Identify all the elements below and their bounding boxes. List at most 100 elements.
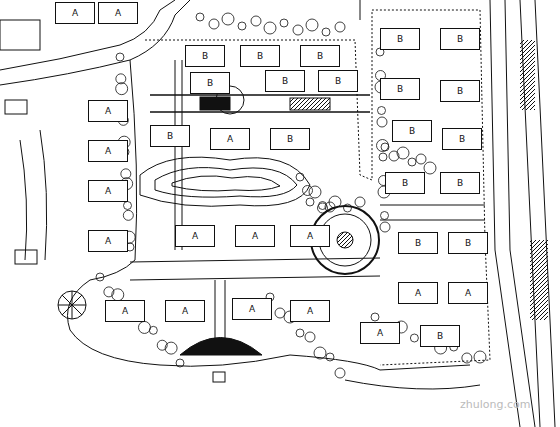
- building-type: B: [464, 238, 472, 248]
- tree-symbol: [309, 186, 321, 198]
- building-footprint: B: [440, 28, 480, 50]
- building-type: B: [206, 78, 214, 88]
- building-type: B: [436, 331, 444, 341]
- building-footprint: B: [420, 325, 460, 347]
- building-type: A: [191, 231, 199, 241]
- tree-symbol: [326, 353, 334, 361]
- building-footprint: A: [165, 300, 205, 322]
- building-footprint: A: [88, 230, 128, 252]
- building-type: B: [456, 34, 464, 44]
- tree-symbol: [296, 329, 304, 337]
- tree-symbol: [306, 198, 314, 206]
- building-type: B: [401, 178, 409, 188]
- tree-symbol: [305, 332, 315, 342]
- building-footprint: A: [290, 300, 330, 322]
- building-footprint: A: [105, 300, 145, 322]
- building-footprint: B: [440, 80, 480, 102]
- tree-symbol: [397, 147, 409, 159]
- building-footprint: A: [55, 2, 95, 24]
- building-footprint: B: [398, 232, 438, 254]
- building-footprint: B: [240, 45, 280, 67]
- tree-symbol: [462, 353, 472, 363]
- tree-symbol: [280, 19, 288, 27]
- tree-symbol: [96, 273, 104, 281]
- tree-symbol: [381, 212, 389, 220]
- tree-symbol: [335, 22, 345, 32]
- building-type: A: [104, 106, 112, 116]
- building-footprint: A: [88, 100, 128, 122]
- building-footprint: B: [392, 120, 432, 142]
- tree-symbol: [124, 202, 132, 210]
- tree-symbol: [381, 143, 389, 151]
- tree-symbol: [116, 53, 124, 61]
- building-type: B: [201, 51, 209, 61]
- building-footprint: B: [448, 232, 488, 254]
- tree-symbol: [123, 210, 133, 220]
- building-type: B: [458, 134, 466, 144]
- tree-symbol: [222, 13, 234, 25]
- tree-symbol: [112, 289, 124, 301]
- building-footprint: B: [440, 172, 480, 194]
- tree-symbol: [416, 154, 426, 164]
- building-footprint: A: [88, 180, 128, 202]
- building-type: A: [71, 8, 79, 18]
- tree-symbol: [238, 22, 246, 30]
- building-type: A: [248, 304, 256, 314]
- building-type: B: [414, 238, 422, 248]
- building-type: B: [316, 51, 324, 61]
- building-footprint: A: [88, 140, 128, 162]
- building-type: B: [456, 178, 464, 188]
- tree-symbol: [329, 196, 341, 208]
- tree-symbol: [306, 19, 318, 31]
- building-type: B: [456, 86, 464, 96]
- tree-symbol: [474, 351, 486, 363]
- building-type: B: [396, 34, 404, 44]
- building-type: B: [166, 131, 174, 141]
- building-footprint: A: [290, 225, 330, 247]
- building-footprint: A: [235, 225, 275, 247]
- building-type: A: [306, 306, 314, 316]
- building-type: A: [306, 231, 314, 241]
- tree-symbol: [322, 28, 330, 36]
- tree-symbol: [251, 16, 261, 26]
- building-footprint: A: [175, 225, 215, 247]
- tree-symbol: [264, 22, 276, 34]
- tree-symbol: [378, 107, 386, 115]
- tree-symbol: [275, 308, 285, 318]
- tree-symbol: [371, 313, 379, 321]
- tree-symbol: [165, 342, 177, 354]
- tree-symbol: [116, 83, 128, 95]
- building-footprint: B: [190, 72, 230, 94]
- building-type: A: [251, 231, 259, 241]
- building-type: A: [121, 306, 129, 316]
- building-type: A: [464, 288, 472, 298]
- building-footprint: A: [232, 298, 272, 320]
- building-footprint: B: [270, 128, 310, 150]
- building-type: A: [104, 236, 112, 246]
- building-footprint: B: [185, 45, 225, 67]
- building-type: B: [281, 76, 289, 86]
- tree-symbol: [296, 173, 304, 181]
- tree-symbol: [196, 13, 204, 21]
- building-type: A: [181, 306, 189, 316]
- tree-symbol: [408, 158, 416, 166]
- tree-symbol: [424, 162, 436, 174]
- tree-symbol: [335, 368, 345, 378]
- tree-symbol: [355, 197, 365, 207]
- building-footprint: B: [442, 128, 482, 150]
- tree-symbol: [318, 203, 328, 213]
- tree-symbol: [377, 117, 387, 127]
- building-footprint: B: [380, 78, 420, 100]
- building-type: A: [376, 328, 384, 338]
- building-footprint: B: [380, 28, 420, 50]
- building-footprint: A: [210, 128, 250, 150]
- building-footprint: B: [300, 45, 340, 67]
- building-footprint: A: [448, 282, 488, 304]
- tree-symbol: [303, 186, 313, 196]
- watermark: zhulong.com: [460, 398, 530, 411]
- tree-symbol: [380, 222, 390, 232]
- building-footprint: B: [150, 125, 190, 147]
- tree-symbol: [209, 19, 219, 29]
- building-type: B: [334, 76, 342, 86]
